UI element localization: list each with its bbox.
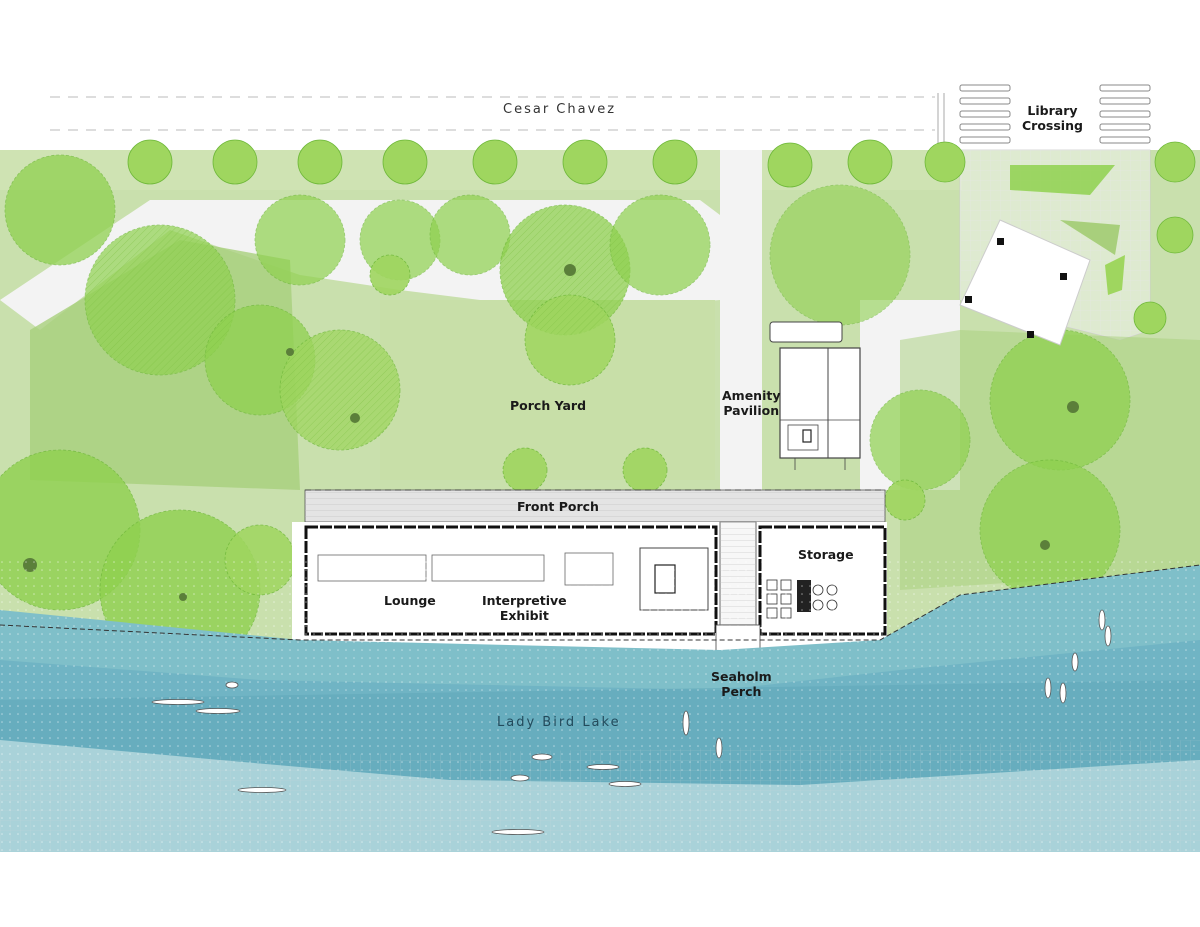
- label-porch-yard: Porch Yard: [510, 398, 587, 413]
- street-cesar-chavez: [0, 0, 1200, 150]
- plaza-shelter: [959, 165, 1125, 346]
- street-tree-row: [127, 139, 1196, 335]
- label-library-crossing-line2: Crossing: [1022, 118, 1083, 133]
- shoreline: [0, 564, 1200, 641]
- front-porch: [304, 489, 886, 523]
- label-seaholm-perch-line2: Perch: [721, 684, 762, 699]
- label-lounge: Lounge: [384, 593, 436, 608]
- label-lake: Lady Bird Lake: [497, 715, 621, 730]
- label-amenity-pavilion-line2: Pavilion: [723, 403, 780, 418]
- label-library-crossing-line1: Library: [1027, 103, 1078, 118]
- lake-water: [0, 560, 1200, 852]
- label-amenity-pavilion: Amenity Pavilion: [722, 388, 780, 418]
- label-street: Cesar Chavez: [503, 102, 617, 117]
- label-interpretive-exhibit-line2: Exhibit: [499, 608, 549, 623]
- amenity-pavilion: [769, 321, 861, 470]
- crosswalk-icon: [959, 84, 1151, 144]
- label-interpretive-exhibit: Interpretive Exhibit: [482, 593, 567, 623]
- label-seaholm-perch-line1: Seaholm: [711, 669, 772, 684]
- label-storage: Storage: [798, 547, 854, 562]
- kayak-icon: [151, 609, 1112, 835]
- label-library-crossing: Library Crossing: [1022, 103, 1083, 133]
- label-front-porch: Front Porch: [517, 499, 599, 514]
- label-interpretive-exhibit-line1: Interpretive: [482, 593, 567, 608]
- label-seaholm-perch: Seaholm Perch: [711, 669, 772, 699]
- label-amenity-pavilion-line1: Amenity: [722, 388, 781, 403]
